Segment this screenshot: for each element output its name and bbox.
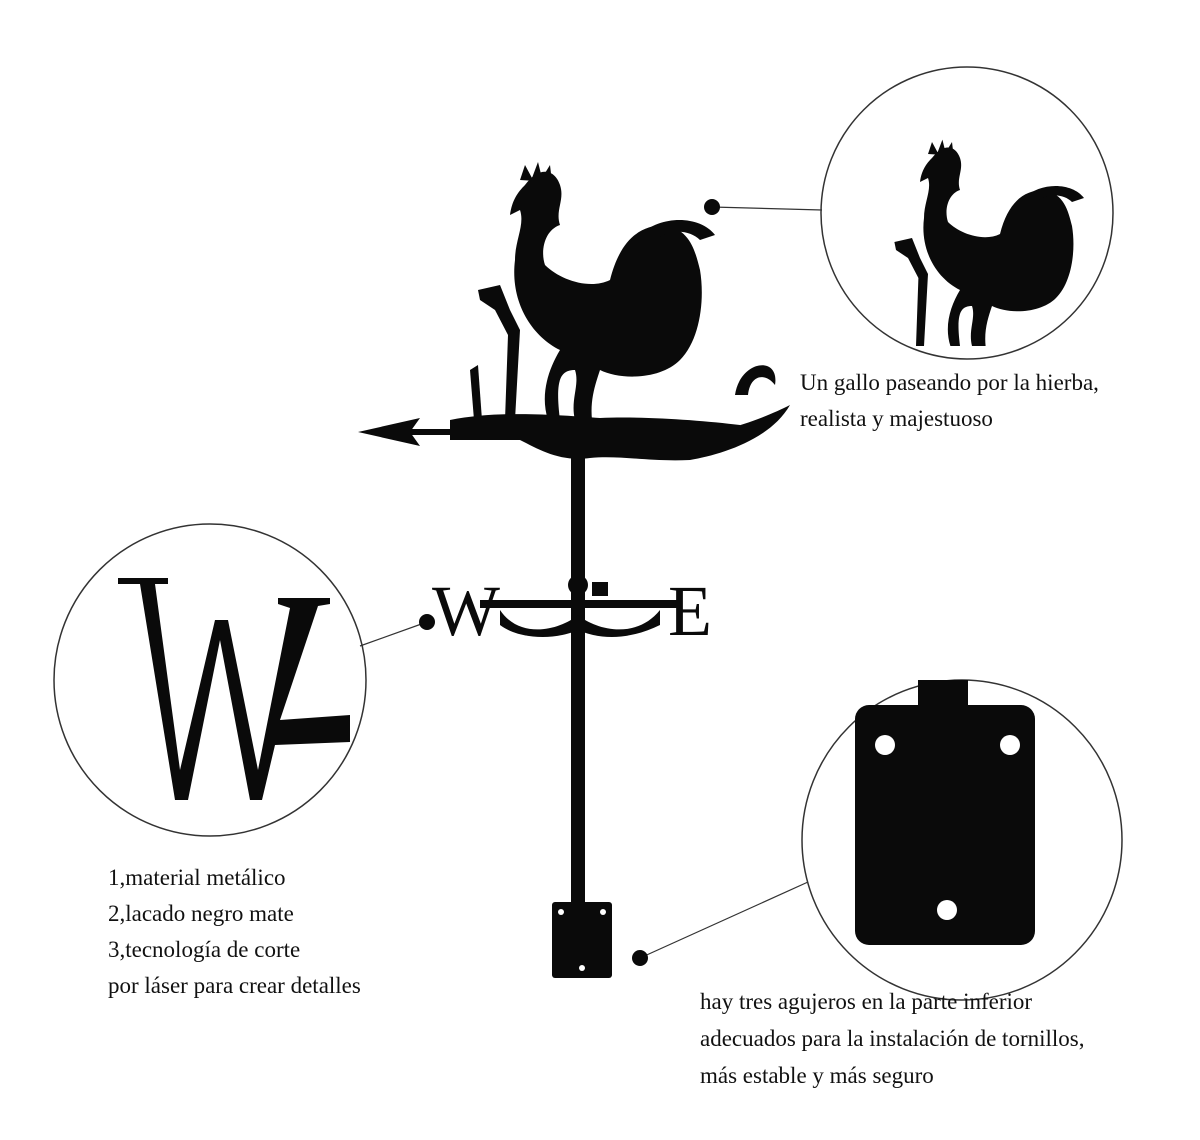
- mount-plate: [552, 902, 612, 978]
- mount-caption: hay tres agujeros en la parte inferior a…: [700, 983, 1084, 1094]
- rooster-caption: Un gallo paseando por la hierba, realist…: [800, 365, 1099, 437]
- grass: [450, 414, 740, 440]
- weathervane: [358, 162, 790, 978]
- arrow-tail: [520, 405, 790, 461]
- compass-letter-west: W: [432, 571, 500, 651]
- caption-line: 2,lacado negro mate: [108, 901, 294, 926]
- caption-line: realista y majestuoso: [800, 406, 993, 431]
- caption-line: por láser para crear detalles: [108, 973, 361, 998]
- letter-detail-callout: [53, 523, 435, 837]
- caption-line: adecuados para la instalación de tornill…: [700, 1026, 1085, 1051]
- callout-dot: [419, 614, 435, 630]
- arrow-head: [358, 418, 420, 446]
- caption-line: más estable y más seguro: [700, 1063, 934, 1088]
- rooster-silhouette: [470, 162, 715, 420]
- caption-line: 3,tecnología de corte: [108, 937, 301, 962]
- caption-line: 1,material metálico: [108, 865, 286, 890]
- caption-line: hay tres agujeros en la parte inferior: [700, 989, 1033, 1014]
- rooster-detail-callout: [704, 66, 1114, 360]
- compass-letter-east: E: [668, 571, 712, 651]
- compass-crossbar: [480, 600, 680, 608]
- caption-line: Un gallo paseando por la hierba,: [800, 370, 1099, 395]
- callout-dot: [704, 199, 720, 215]
- material-caption: 1,material metálico 2,lacado negro mate …: [108, 860, 361, 1004]
- mount-detail-callout: [632, 679, 1123, 1001]
- pole: [571, 445, 585, 905]
- callout-dot: [632, 950, 648, 966]
